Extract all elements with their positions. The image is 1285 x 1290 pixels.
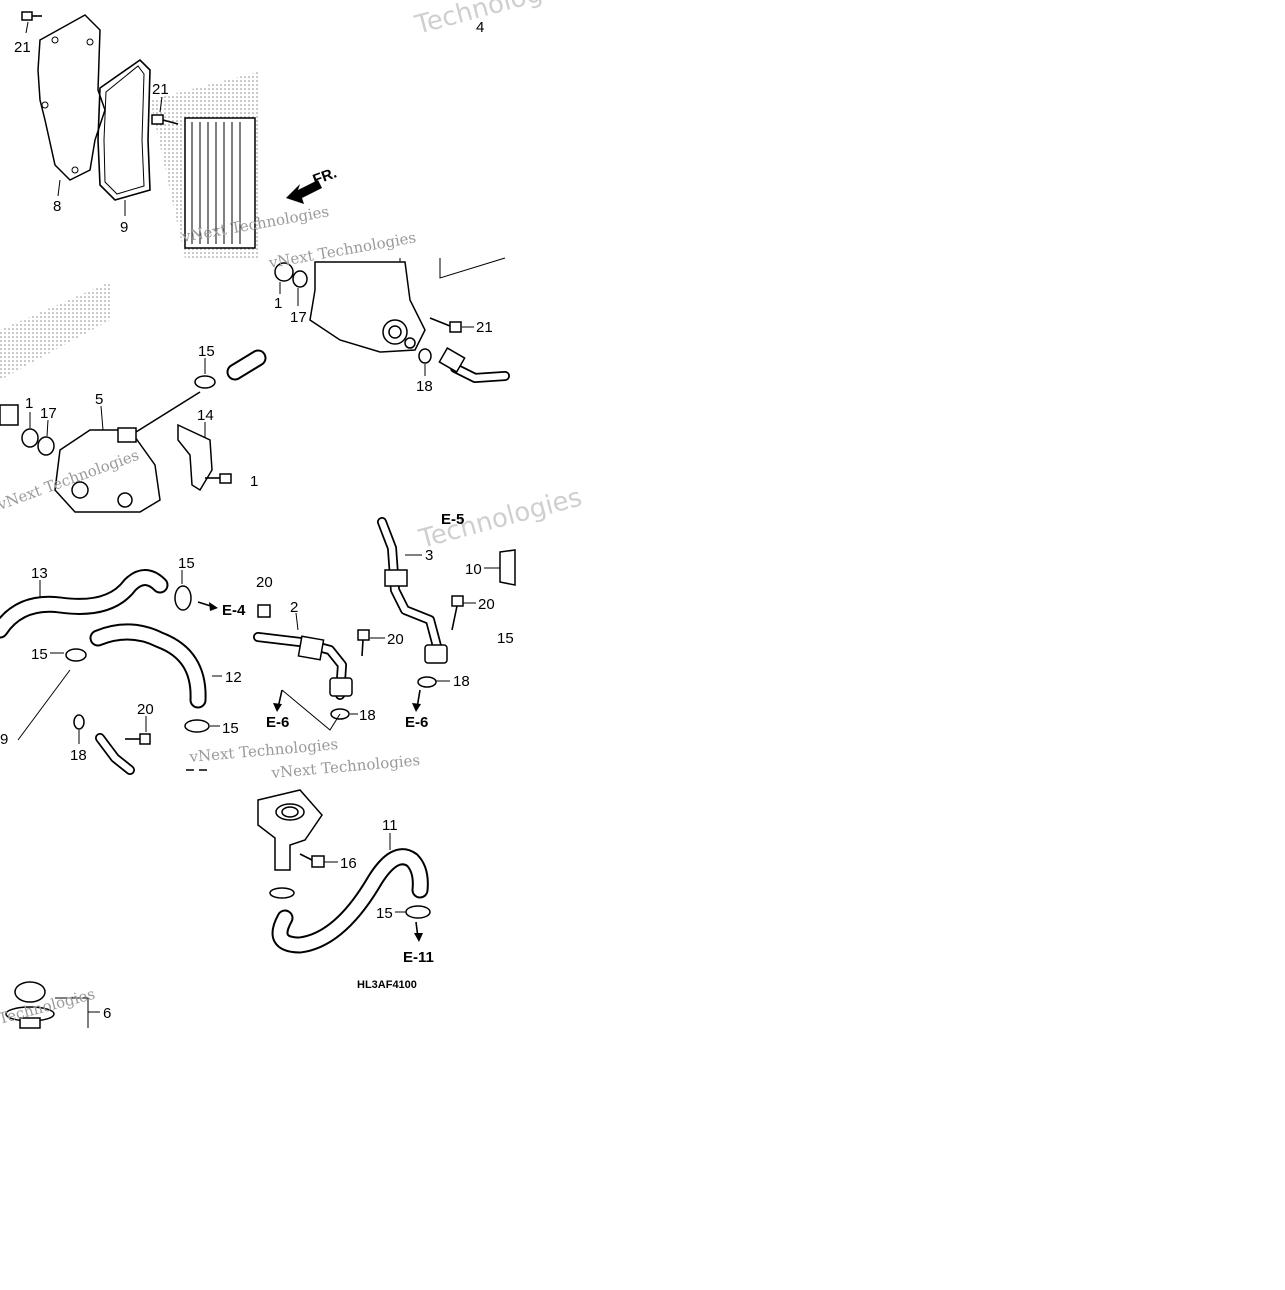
label-9: 9	[0, 731, 8, 748]
bolt-icon	[151, 114, 179, 125]
label-14: 14	[197, 407, 214, 424]
label-4: 4	[476, 19, 484, 36]
label-13: 13	[31, 565, 48, 582]
label-12: 12	[225, 669, 242, 686]
label-15: 15	[178, 555, 195, 572]
label-18: 18	[453, 673, 470, 690]
cooler-core-part	[184, 117, 256, 249]
label-17: 17	[40, 405, 57, 422]
panel-front-marker: Technologies 4 FR.	[286, 0, 581, 204]
label-20: 20	[137, 701, 154, 718]
label-2: 2	[290, 599, 298, 616]
panel-water-hoses: E-4 13 15 20 15 12 20 15 9 18 vNext Tech…	[0, 555, 339, 775]
label-21: 21	[476, 319, 493, 336]
label-18: 18	[359, 707, 376, 724]
panel-cooler-housing: vNext Technologies 1 17 21 18	[267, 228, 510, 395]
bracket-part	[177, 423, 213, 492]
watermark-text: Technologies	[411, 0, 581, 41]
label-20: 20	[256, 574, 273, 591]
label-3: 3	[425, 547, 433, 564]
hose-clamp-icon	[194, 375, 216, 389]
ref-e5: E-5	[441, 511, 464, 528]
label-1: 1	[250, 473, 258, 490]
water-hose-part	[89, 623, 207, 709]
bolt-icon	[205, 473, 232, 484]
washer-icon	[73, 714, 85, 730]
label-6: 6	[103, 1005, 111, 1022]
panel-oil-cooler-top: 21 21 8 9 vNext Technologies	[14, 11, 330, 258]
label-20: 20	[478, 596, 495, 613]
cover-plate-part	[37, 14, 106, 181]
panel-oil-cooler-body: 15 1 17 5 14 1 vNext Technologies	[0, 282, 267, 514]
ref-e11: E-11	[403, 949, 434, 966]
bolt-icon	[257, 604, 271, 618]
label-15: 15	[31, 646, 48, 663]
label-11: 11	[382, 817, 398, 834]
label-21: 21	[152, 81, 169, 98]
label-20: 20	[387, 631, 404, 648]
label-15: 15	[497, 630, 514, 647]
label-21: 21	[14, 39, 31, 56]
bolt-icon	[451, 595, 464, 631]
label-17: 17	[290, 309, 307, 326]
hose-clamp-icon	[184, 719, 210, 733]
label-18: 18	[70, 747, 87, 764]
hose-clamp-icon	[174, 585, 192, 611]
front-marker: FR.	[311, 165, 340, 189]
arrow-icon	[273, 703, 282, 712]
panel-water-outlet: 11 16 15 E-11 HL3AF4100	[257, 789, 434, 991]
gasket-part	[97, 58, 151, 201]
ref-e6: E-6	[266, 714, 289, 731]
o-ring-icon	[292, 270, 308, 288]
hose-clamp-icon	[65, 648, 87, 662]
o-ring-icon	[274, 262, 294, 282]
label-15: 15	[198, 343, 215, 360]
washer-icon	[418, 348, 432, 364]
label-16: 16	[340, 855, 357, 872]
ref-e6: E-6	[405, 714, 428, 731]
cap-part	[14, 981, 46, 1003]
bolt-icon	[357, 629, 370, 657]
bolt-icon	[429, 317, 462, 333]
label-9: 9	[120, 219, 128, 236]
label-15: 15	[376, 905, 393, 922]
label-1: 1	[274, 295, 282, 312]
hose-clamp-icon	[269, 887, 295, 899]
label-5: 5	[95, 391, 103, 408]
bolt-icon	[299, 853, 325, 868]
o-ring-icon	[37, 436, 55, 456]
label-18: 18	[416, 378, 433, 395]
water-outlet-part	[257, 789, 323, 871]
o-ring-icon	[21, 428, 39, 448]
label-10: 10	[465, 561, 482, 578]
diagram-code: HL3AF4100	[357, 979, 417, 991]
arrow-icon	[414, 933, 423, 942]
plug-part	[499, 549, 516, 586]
ref-e4: E-4	[222, 602, 246, 619]
arrow-icon	[412, 703, 421, 712]
bolt-icon	[21, 11, 42, 21]
arrow-icon	[209, 602, 218, 611]
hose-clamp-icon	[405, 905, 431, 919]
washer-icon	[417, 676, 437, 688]
label-15: 15	[222, 720, 239, 737]
panel-cap: 6 Technologies	[0, 981, 111, 1029]
front-arrow-icon	[286, 180, 322, 204]
label-8: 8	[53, 198, 61, 215]
label-1: 1	[25, 395, 33, 412]
bolt-icon	[125, 733, 151, 745]
